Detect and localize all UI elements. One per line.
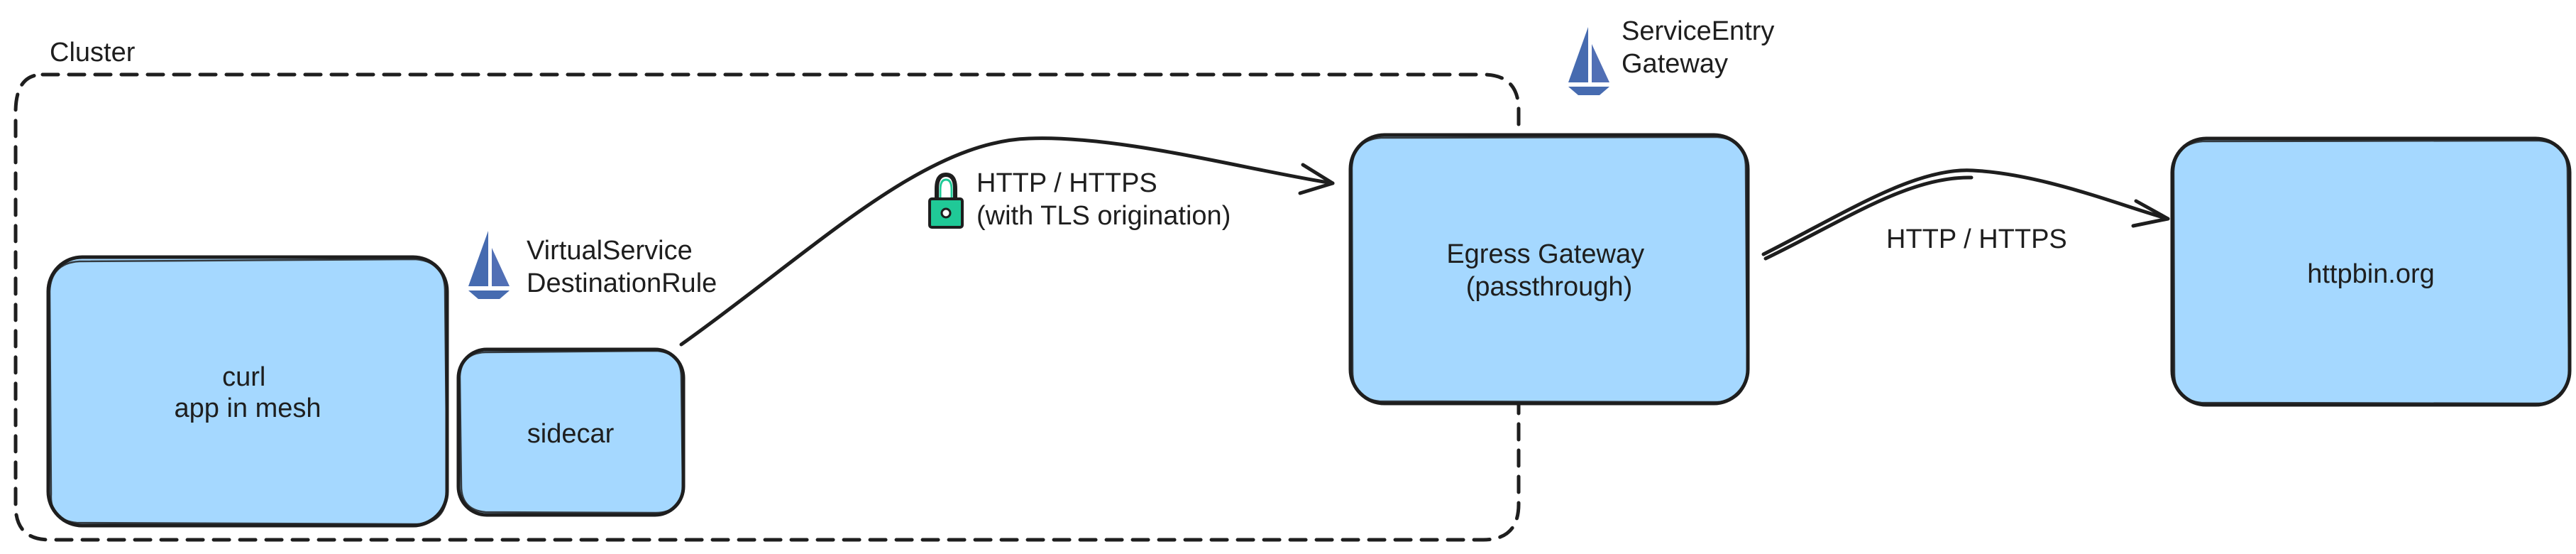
egress-gateway-label-line-2: (passthrough): [1466, 272, 1632, 302]
egress-gateway-label-line-1: Egress Gateway: [1446, 239, 1644, 269]
tls-origination-label: HTTP / HTTPS (with TLS origination): [976, 168, 1231, 231]
egress-gateway-label: Egress Gateway (passthrough): [1446, 239, 1651, 302]
httpbin-label: httpbin.org: [2307, 259, 2435, 289]
gateway-config-line-2: Gateway: [1622, 49, 1728, 79]
cluster-border: [13, 72, 1521, 542]
httpbin-box[interactable]: httpbin.org: [2170, 136, 2572, 407]
sidecar-box[interactable]: sidecar: [456, 347, 686, 517]
sidecar-config-label: VirtualService DestinationRule: [527, 236, 717, 298]
arrow-gateway-to-httpbin: [1761, 168, 2170, 261]
cluster-group: Cluster: [13, 38, 1521, 542]
cluster-label: Cluster: [50, 38, 136, 67]
external-traffic-label: HTTP / HTTPS: [1886, 224, 2067, 254]
tls-origination-line-2: (with TLS origination): [976, 201, 1231, 231]
egress-gateway-box[interactable]: Egress Gateway (passthrough): [1348, 133, 1750, 406]
gateway-config-line-1: ServiceEntry: [1622, 16, 1774, 46]
istio-sail-icon: [468, 231, 510, 299]
lock-icon: [928, 172, 964, 229]
tls-origination-line-1: HTTP / HTTPS: [976, 168, 1157, 198]
curl-app-box[interactable]: curl app in mesh: [46, 255, 449, 528]
gateway-config-label: ServiceEntry Gateway: [1622, 16, 1782, 79]
sidecar-config-line-1: VirtualService: [527, 236, 693, 266]
sidecar-label: sidecar: [527, 419, 615, 449]
istio-sail-icon: [1568, 27, 1609, 95]
sidecar-config-line-2: DestinationRule: [527, 268, 717, 298]
curl-app-label-line-2: app in mesh: [174, 393, 321, 423]
arrow-sidecar-to-gateway: [679, 136, 1335, 347]
curl-app-label-line-1: curl: [222, 362, 265, 392]
curl-app-label: curl app in mesh: [174, 362, 321, 423]
